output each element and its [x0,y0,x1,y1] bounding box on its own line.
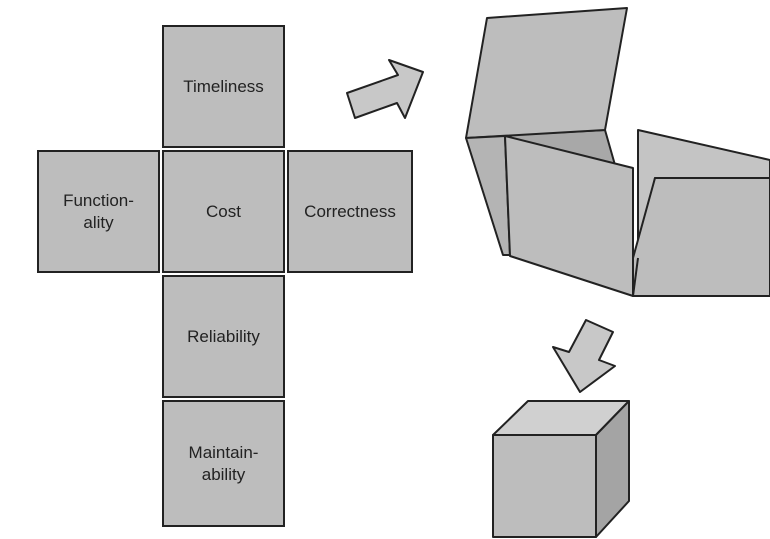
folding-cube [465,7,770,297]
face-timeliness: Timeliness [162,25,285,148]
arrow-down-icon [552,319,616,393]
face-correctness: Correctness [287,150,413,273]
face-reliability: Reliability [162,275,285,398]
face-maintainability: Maintain- ability [162,400,285,527]
assembled-cube [492,400,630,538]
face-functionality: Function- ality [37,150,160,273]
arrow-right-icon [346,59,424,119]
face-cost: Cost [162,150,285,273]
